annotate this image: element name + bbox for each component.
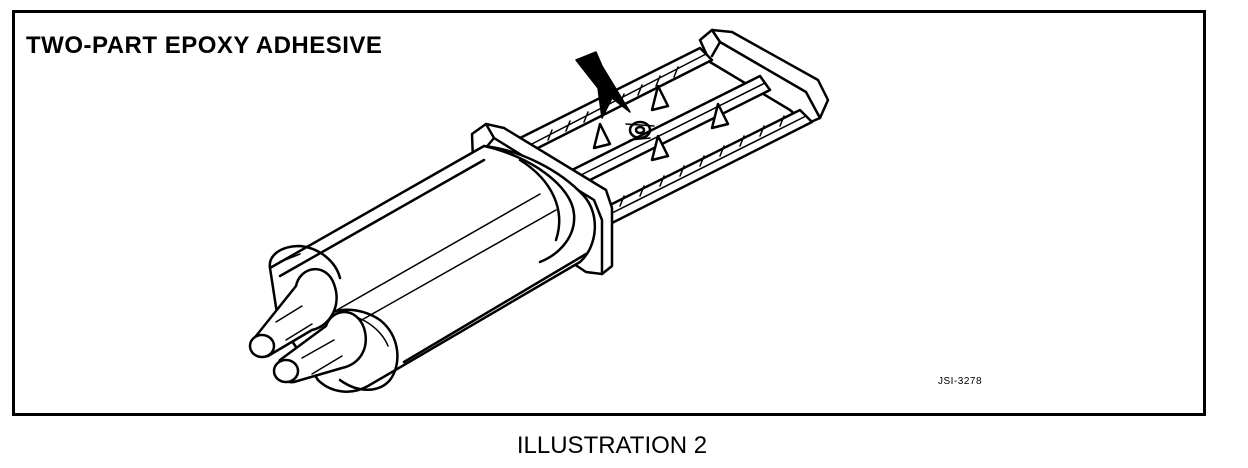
lower-nozzle [272, 310, 367, 384]
figure-code: JSI-3278 [938, 376, 983, 387]
illustration-caption: ILLUSTRATION 2 [516, 432, 708, 459]
illustration-title: TWO-PART EPOXY ADHESIVE [26, 32, 383, 59]
arrow-icon [575, 51, 631, 119]
